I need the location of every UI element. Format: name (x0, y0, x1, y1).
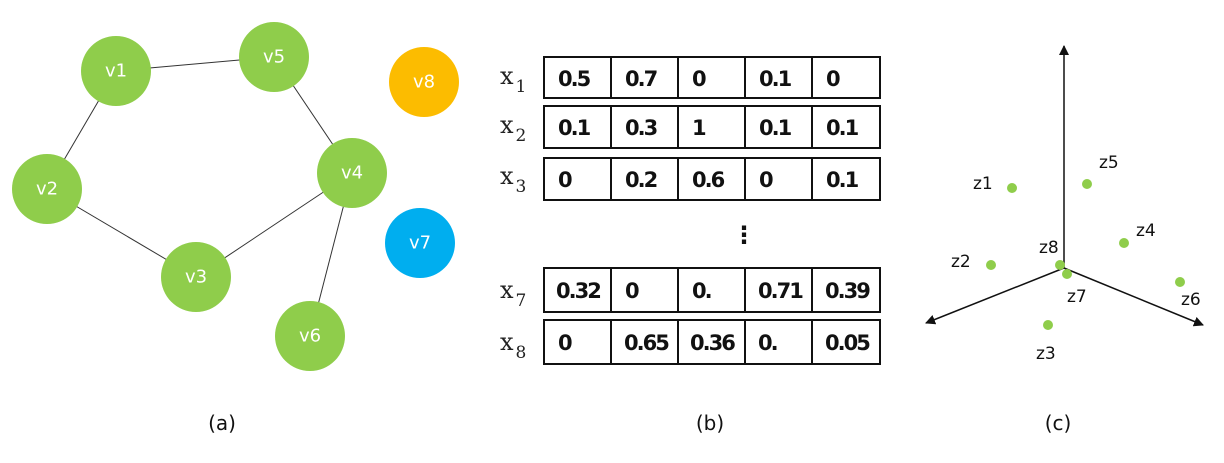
node-v6-label: v6 (299, 326, 321, 347)
point-z4 (1119, 238, 1129, 248)
matrix-cell: 0.39 (825, 279, 870, 303)
matrix-cell: 0.1 (826, 116, 859, 140)
matrix-cell: 0.3 (625, 116, 657, 140)
graph-node: v2 (12, 154, 82, 224)
node-v4-label: v4 (341, 163, 363, 184)
matrix-cell: 0. (758, 331, 777, 355)
point-z5 (1082, 179, 1092, 189)
matrix-cell: 0.32 (556, 279, 600, 303)
node-v3-label: v3 (185, 267, 207, 288)
point-z3 (1043, 320, 1053, 330)
embedding-panel: z1 z5 z4 z8 z2 z7 z6 z3 (c) (925, 45, 1204, 435)
matrix-cell: 0.71 (758, 279, 803, 303)
point-label: z3 (1036, 344, 1056, 364)
matrix-row-box (543, 319, 881, 365)
matrix-row-box (543, 105, 881, 149)
point-z8 (1055, 260, 1065, 270)
point-z1 (1007, 183, 1017, 193)
matrix-cell: 0 (625, 279, 639, 303)
graph-node: v3 (161, 242, 231, 312)
matrix-cell: 1 (692, 116, 706, 140)
matrix-cell: 0 (759, 168, 773, 192)
point-z2 (986, 260, 996, 270)
node-v8-circle (389, 47, 459, 117)
point-z7 (1062, 269, 1072, 279)
matrix-cell: 0.65 (624, 331, 669, 355)
point-label: z7 (1067, 287, 1087, 307)
node-v3-circle (161, 242, 231, 312)
matrix-cell: 0.2 (625, 168, 657, 192)
matrix-row-box (543, 267, 881, 313)
graph-node: v1 (81, 36, 151, 106)
node-v1-circle (81, 36, 151, 106)
matrix-cell: 0 (558, 331, 572, 355)
point-label: z6 (1181, 290, 1201, 310)
node-v2-label: v2 (36, 179, 58, 200)
graph-node: v5 (239, 22, 309, 92)
matrix-row-box (543, 157, 881, 201)
matrix-cell: 0.5 (558, 67, 591, 91)
matrix-row-box (543, 56, 881, 99)
node-v6-circle (275, 301, 345, 371)
x-axis (925, 267, 1065, 325)
point-label: z2 (951, 252, 971, 272)
matrix-ellipsis: ⋮ (732, 221, 756, 249)
matrix-cell: 0.1 (759, 116, 792, 140)
node-v4-circle (317, 138, 387, 208)
matrix-cell: 0 (692, 67, 706, 91)
matrix-cell: 0.1 (558, 116, 591, 140)
matrix-cell: 0.05 (825, 331, 870, 355)
point-label: z5 (1099, 153, 1119, 173)
node-v5-label: v5 (263, 47, 285, 68)
node-v1-label: v1 (105, 61, 127, 82)
point-label: z4 (1136, 221, 1156, 241)
graph-node: v8 (389, 47, 459, 117)
node-v7-label: v7 (409, 233, 431, 254)
matrix-cell: 0.1 (759, 67, 792, 91)
graph-node: v4 (317, 138, 387, 208)
graph-node: v6 (275, 301, 345, 371)
matrix-cell: 0 (826, 67, 840, 91)
caption-b: (b) (696, 411, 724, 435)
point-label: z1 (973, 174, 993, 194)
matrix-cell: 0.1 (826, 168, 859, 192)
node-v8-label: v8 (413, 72, 435, 93)
caption-a: (a) (208, 411, 236, 435)
graph-panel: v1 v5 v8 v2 v4 v7 v3 v6 (a) (12, 22, 459, 435)
node-v7-circle (385, 208, 455, 278)
point-label: z8 (1039, 238, 1059, 258)
matrix-cell: 0. (692, 279, 711, 303)
point-z6 (1175, 277, 1185, 287)
y-axis (1063, 267, 1204, 327)
graph-node: v7 (385, 208, 455, 278)
matrix-cell: 0 (558, 168, 572, 192)
matrix-cell: 0.6 (692, 168, 725, 192)
node-v5-circle (239, 22, 309, 92)
matrix-cell: 0.7 (625, 67, 657, 91)
node-v2-circle (12, 154, 82, 224)
matrix-cell: 0.36 (690, 331, 735, 355)
caption-c: (c) (1045, 411, 1072, 435)
